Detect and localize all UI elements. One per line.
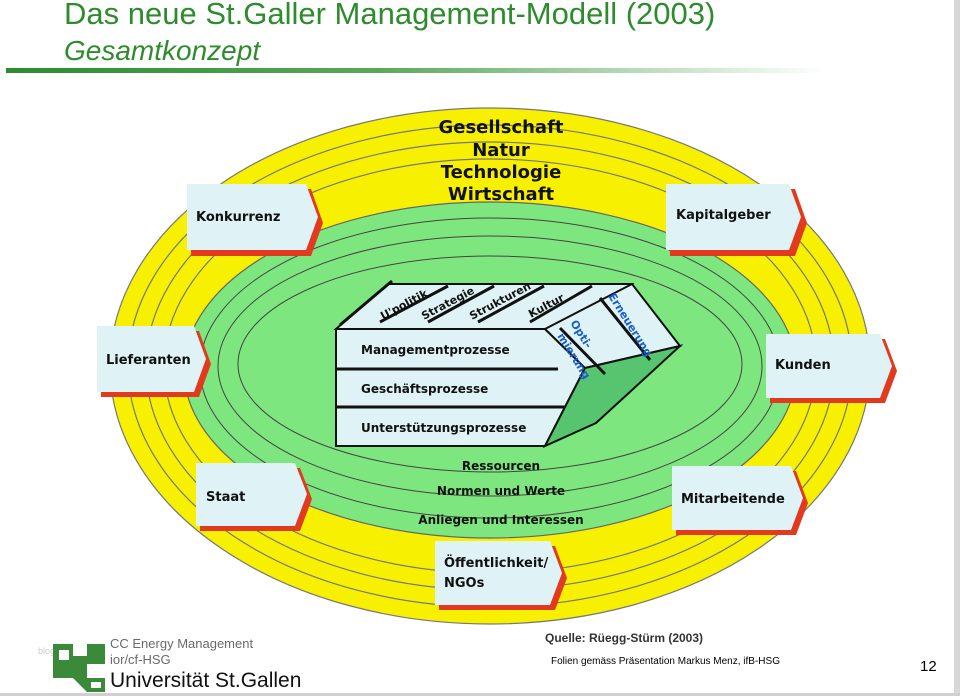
interaktionsthema-label: Ressourcen — [462, 459, 540, 473]
interaktionsthema-label: Normen und Werte — [437, 484, 565, 498]
source-citation: Quelle: Rüegg-Stürm (2003) — [545, 631, 704, 645]
stakeholder-label: Lieferanten — [106, 353, 191, 368]
process-block — [333, 279, 684, 449]
page-number: 12 — [920, 658, 937, 675]
stakeholder-label: Mitarbeitende — [681, 492, 785, 507]
prozess-label: Managementprozesse — [361, 343, 510, 357]
prozess-label: Geschäftsprozesse — [361, 382, 488, 396]
stakeholder-label: NGOs — [444, 576, 485, 591]
stakeholder-kapitalgeber: Kapitalgeber — [666, 184, 807, 256]
stakeholder-label: Staat — [206, 490, 245, 505]
page-title: Das neue St.Galler Management-Modell (20… — [64, 0, 716, 31]
stakeholder-label: Öffentlichkeit/ — [444, 555, 549, 571]
sphere-label: Gesellschaft — [438, 117, 563, 138]
management-model-diagram: Gesellschaft Natur Technologie Wirtschaf… — [97, 107, 897, 625]
stakeholder-staat: Staat — [196, 463, 312, 531]
prozess-label: Unterstützungsprozesse — [361, 421, 526, 435]
org-line-2: ior/cf-HSG — [110, 652, 171, 667]
title-underline — [6, 68, 826, 73]
frame-edge — [954, 0, 960, 696]
frame-edge — [0, 693, 960, 696]
interaktionsthema-label: Anliegen und Interessen — [418, 513, 583, 527]
credits-text: Folien gemäss Präsentation Markus Menz, … — [551, 656, 780, 667]
sphere-label: Wirtschaft — [448, 184, 555, 205]
stakeholder-kunden: Kunden — [766, 334, 897, 403]
org-line-1: CC Energy Management — [110, 636, 254, 651]
page-subtitle: Gesamtkonzept — [64, 35, 261, 66]
university-name: Universität St.Gallen — [110, 669, 302, 692]
watermark-text: blog — [38, 646, 56, 656]
stakeholder-label: Konkurrenz — [196, 210, 280, 225]
university-logo — [53, 644, 105, 692]
sphere-label: Natur — [472, 140, 530, 161]
stakeholder-oeffentlichkeit: Öffentlichkeit/ NGOs — [435, 541, 567, 610]
stakeholder-label: Kunden — [775, 358, 831, 373]
stakeholder-konkurrenz: Konkurrenz — [187, 184, 323, 256]
stakeholder-lieferanten: Lieferanten — [97, 326, 211, 397]
stakeholder-label: Kapitalgeber — [676, 208, 771, 223]
sphere-label: Technologie — [441, 162, 562, 183]
stakeholder-mitarbeitende: Mitarbeitende — [672, 466, 808, 535]
